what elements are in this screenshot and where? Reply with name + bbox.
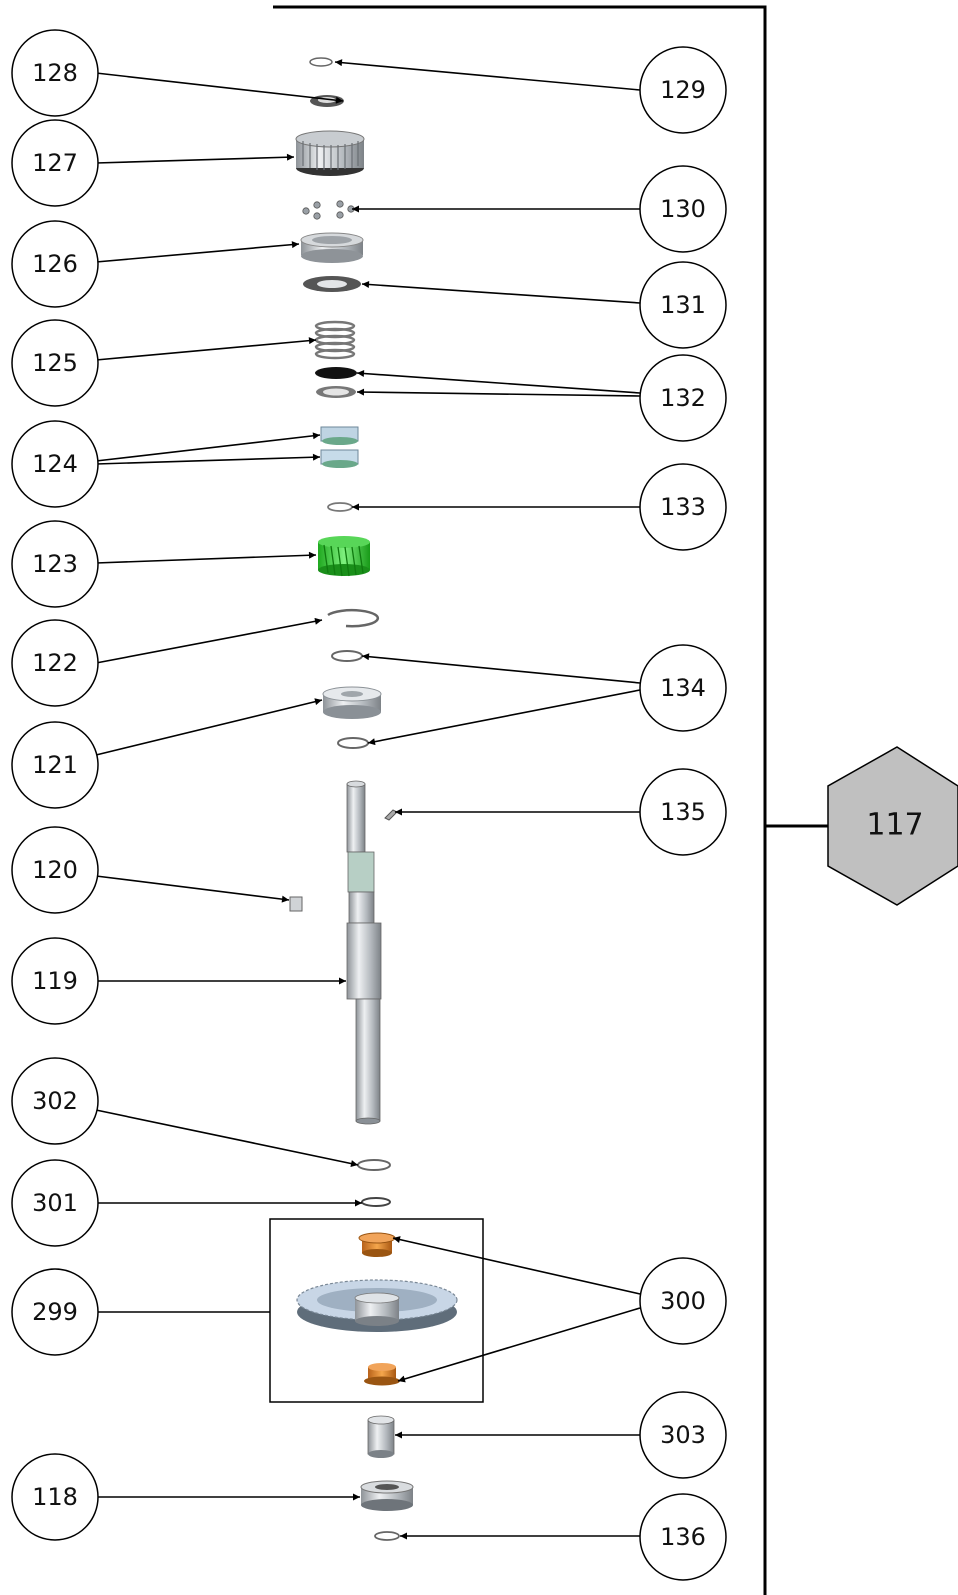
callout-132: 132 [639, 354, 727, 442]
callout-label-136: 136 [660, 1523, 706, 1551]
part-299-spur-gear [296, 1279, 458, 1332]
part-300-bushing-lower [364, 1363, 400, 1386]
callout-label-128: 128 [32, 59, 78, 87]
callout-label-133: 133 [660, 493, 706, 521]
callout-119: 119 [11, 937, 99, 1025]
part-122-snap-ring [327, 608, 380, 628]
callout-label-124: 124 [32, 450, 78, 478]
leader-129 [334, 59, 641, 91]
part-131-washer [303, 276, 361, 292]
part-125-spring [314, 320, 356, 360]
leader-126 [95, 241, 300, 263]
callout-label-132: 132 [660, 384, 706, 412]
callout-label-301: 301 [32, 1189, 78, 1217]
part-123-helical-gear [318, 536, 370, 577]
callout-124: 124 [11, 420, 99, 508]
part-129-circlip [309, 57, 333, 67]
part-120-key [289, 896, 303, 912]
leader-128 [95, 72, 344, 104]
callout-label-134: 134 [660, 674, 706, 702]
leader-134b [367, 689, 641, 746]
leader-lines [95, 59, 641, 1540]
assembly-bracket [273, 5, 828, 1595]
callout-label-303: 303 [660, 1421, 706, 1449]
callout-label-302: 302 [32, 1087, 78, 1115]
callout-130: 130 [639, 165, 727, 253]
callout-135: 135 [639, 768, 727, 856]
callout-122: 122 [11, 619, 99, 707]
part-136-ring [374, 1531, 400, 1541]
part-118-bearing [360, 1480, 414, 1511]
leader-300a [392, 1236, 641, 1295]
callout-label-120: 120 [32, 856, 78, 884]
callout-121: 121 [11, 721, 99, 809]
callout-bubbles: 128 129 127 130 126 131 125 132 124 133 … [11, 29, 727, 1581]
callout-label-122: 122 [32, 649, 78, 677]
leader-125 [95, 337, 317, 361]
part-134-washer-lower [337, 737, 369, 749]
part-301-washer [361, 1197, 391, 1207]
callout-131: 131 [639, 261, 727, 349]
callout-120: 120 [11, 826, 99, 914]
leader-131 [361, 280, 641, 304]
callout-303: 303 [639, 1391, 727, 1479]
leader-132b [356, 388, 641, 397]
leader-132a [356, 370, 641, 394]
callout-label-119: 119 [32, 967, 78, 995]
leader-134a [361, 653, 641, 684]
part-130-balls [302, 200, 355, 220]
leader-124b [95, 453, 321, 465]
leader-127 [95, 153, 295, 164]
callout-label-127: 127 [32, 149, 78, 177]
callout-300: 300 [639, 1257, 727, 1345]
callout-125: 125 [11, 319, 99, 407]
part-126-bearing-cup [300, 232, 364, 263]
part-132-washers [315, 367, 357, 398]
callout-129: 129 [639, 46, 727, 134]
leader-123 [95, 551, 317, 564]
callout-label-125: 125 [32, 349, 78, 377]
part-119-shaft [346, 780, 382, 1125]
callout-label-126: 126 [32, 250, 78, 278]
assembly-hexagon: 117 [827, 746, 958, 906]
leader-120 [95, 875, 290, 903]
callout-123: 123 [11, 520, 99, 608]
part-134-washer-upper [331, 650, 363, 662]
callout-label-130: 130 [660, 195, 706, 223]
part-133-ring [327, 502, 353, 512]
callout-127: 127 [11, 119, 99, 207]
callout-label-129: 129 [660, 76, 706, 104]
subassembly-box [269, 1218, 484, 1403]
callout-label-118: 118 [32, 1483, 78, 1511]
callout-label-135: 135 [660, 798, 706, 826]
leader-300b [397, 1307, 641, 1383]
part-300-bushing-upper [358, 1232, 396, 1257]
assembly-label: 117 [866, 808, 923, 843]
part-121-bearing [322, 686, 382, 719]
leader-122 [95, 617, 323, 664]
callout-128: 128 [11, 29, 99, 117]
callout-118: 118 [11, 1453, 99, 1541]
callout-301: 301 [11, 1159, 99, 1247]
callout-133: 133 [639, 463, 727, 551]
part-302-washer [357, 1159, 391, 1171]
callout-label-123: 123 [32, 550, 78, 578]
leader-121 [95, 698, 323, 756]
callout-126: 126 [11, 220, 99, 308]
callout-label-299: 299 [32, 1298, 78, 1326]
callout-302: 302 [11, 1057, 99, 1145]
callout-label-121: 121 [32, 751, 78, 779]
part-124-nuts [320, 426, 359, 468]
part-303-sleeve [367, 1415, 395, 1458]
callout-label-300: 300 [660, 1287, 706, 1315]
leader-124a [95, 432, 321, 462]
callout-label-131: 131 [660, 291, 706, 319]
callout-134: 134 [639, 644, 727, 732]
part-127-gear [295, 130, 365, 176]
leader-302 [95, 1109, 359, 1167]
callout-136: 136 [639, 1493, 727, 1581]
callout-299: 299 [11, 1268, 99, 1356]
